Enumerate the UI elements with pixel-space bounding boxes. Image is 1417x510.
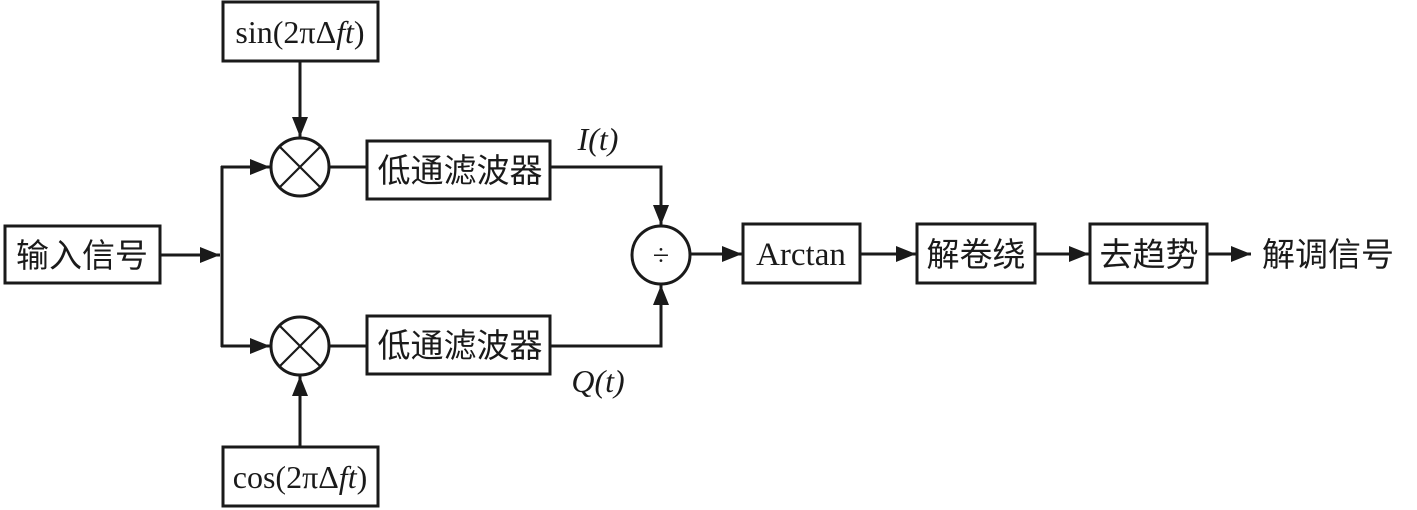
i-signal-arg: (t) [588,121,618,157]
sin-reference-label: sin(2πΔft) [235,14,364,50]
i-signal-label: I(t) [577,121,619,157]
divider-operator: ÷ [630,224,692,286]
q-signal-var: Q [571,363,594,399]
unwrap-label: 解卷绕 [927,235,1026,274]
lpf-bottom-block: 低通滤波器 [365,314,552,376]
cos-label-t: t [348,459,358,495]
input-signal-block: 输入信号 [3,224,162,285]
output-signal-label: 解调信号 [1262,235,1394,274]
i-signal-var: I [577,121,590,157]
arctan-label: Arctan [756,237,846,273]
lpf-top-label: 低通滤波器 [378,151,543,190]
mixer-bottom [269,315,331,377]
arctan-block: Arctan [741,222,862,285]
sin-label-prefix: sin(2πΔ [235,14,336,50]
sin-label-suffix: ) [354,14,365,50]
q-signal-label: Q(t) [571,363,624,399]
lpf-bottom-label: 低通滤波器 [378,326,543,365]
cos-label-suffix: ) [357,459,368,495]
wire-lpf-bottom-to-divider [550,285,669,348]
detrend-label: 去趋势 [1100,235,1199,274]
lpf-top-block: 低通滤波器 [365,139,552,201]
multiply-icon [278,145,322,189]
q-signal-arg: (t) [594,363,624,399]
cos-reference-label: cos(2πΔft) [233,459,367,495]
wire-lpf-top-to-divider [550,165,669,225]
cos-reference-block: cos(2πΔft) [221,445,380,508]
sin-label-t: t [345,14,355,50]
multiply-icon [278,324,322,368]
mixer-top [269,136,331,198]
detrend-block: 去趋势 [1088,222,1209,285]
cos-label-prefix: cos(2πΔ [233,459,339,495]
input-signal-label: 输入信号 [16,236,148,275]
divide-icon: ÷ [653,239,669,272]
sin-reference-block: sin(2πΔft) [221,0,380,63]
unwrap-block: 解卷绕 [915,222,1037,285]
connections [160,61,1251,447]
